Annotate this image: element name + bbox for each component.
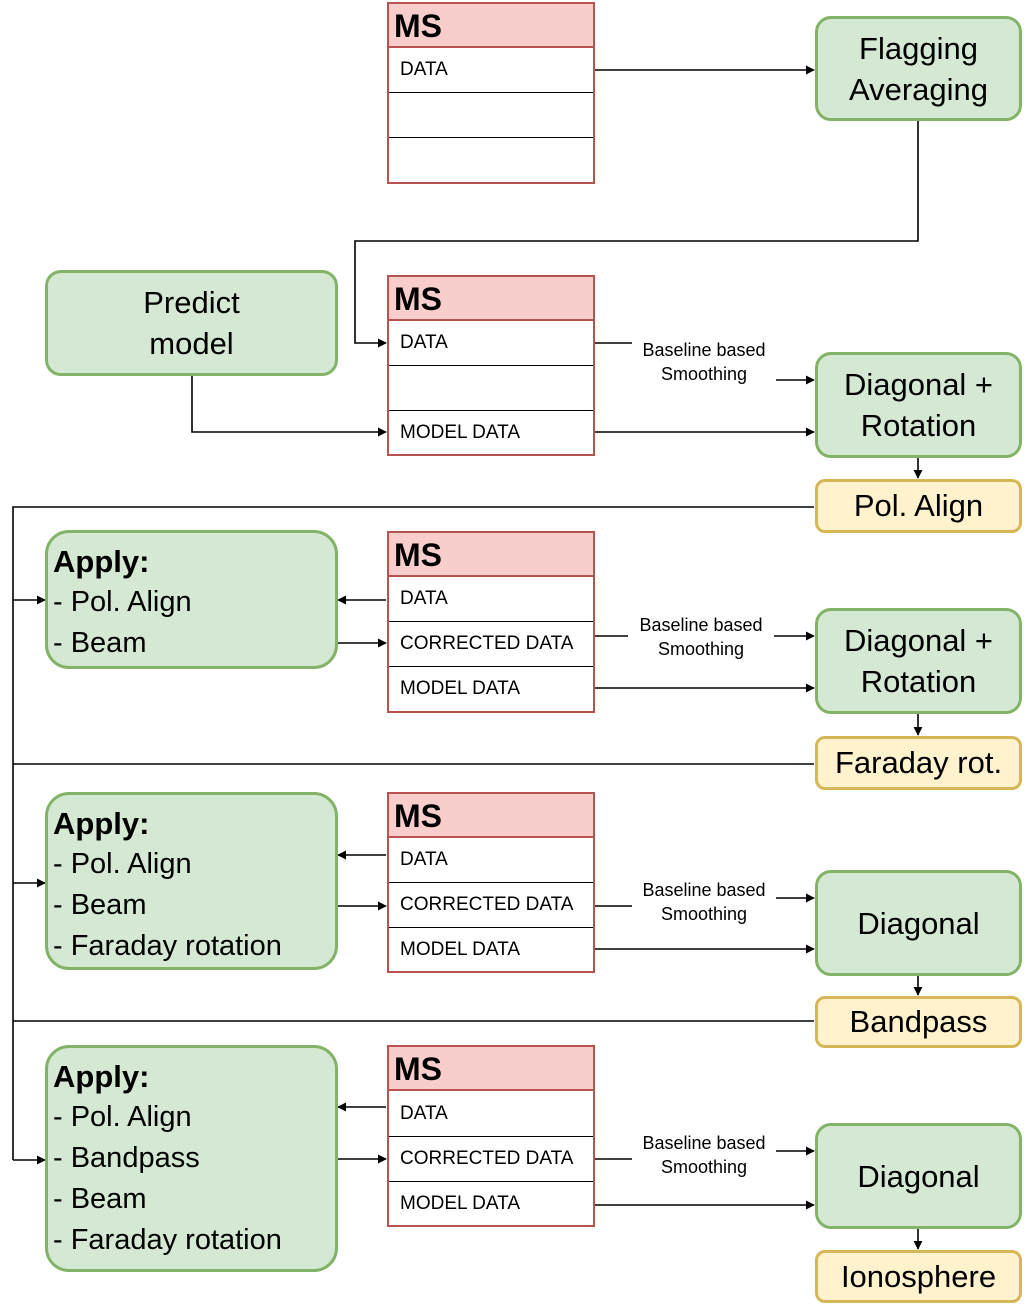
flagging-line2: Averaging	[848, 71, 989, 107]
solver-node-3: Diagonal	[815, 870, 1022, 976]
apply-title: Apply:	[53, 544, 150, 579]
ms-row-empty	[389, 138, 593, 182]
solver-line2: Rotation	[860, 664, 977, 699]
ms-row-empty	[389, 366, 593, 411]
predict-model-node: Predict model	[45, 270, 338, 376]
apply-item: - Faraday rotation	[53, 1224, 282, 1256]
ms-row-model-data: MODEL DATA	[400, 938, 520, 960]
apply-title: Apply:	[53, 1059, 150, 1094]
apply-item: - Beam	[53, 627, 147, 659]
ms-row-model-data: MODEL DATA	[400, 678, 520, 699]
smoothing-line2: Smoothing	[657, 639, 745, 659]
solver-line1: Diagonal +	[843, 367, 994, 402]
smoothing-line2: Smoothing	[660, 364, 748, 384]
predict-line1: Predict	[143, 285, 240, 320]
predict-line2: model	[149, 326, 234, 361]
ms-row-corrected-data: CORRECTED DATA	[389, 622, 593, 667]
ms-row-data: DATA	[389, 1091, 593, 1137]
apply-item: - Faraday rotation	[53, 930, 282, 962]
solver-node-2: Diagonal + Rotation	[815, 608, 1022, 714]
ms-table-3: MS DATA CORRECTED DATA MODEL DATA	[387, 531, 595, 713]
ms-row-data: DATA	[389, 321, 593, 366]
apply-title: Apply:	[53, 806, 150, 841]
solver-node-4: Diagonal	[815, 1123, 1022, 1229]
smoothing-line2: Smoothing	[660, 1157, 748, 1177]
smoothing-line1: Baseline based	[639, 615, 763, 635]
ms-row-model-data: MODEL DATA	[400, 421, 520, 443]
apply-item: - Beam	[53, 889, 147, 921]
ms-table-2: MS DATA MODEL DATA	[387, 275, 595, 456]
ms-table-1: MS DATA	[387, 2, 595, 184]
edge-flagging-to-ms2	[354, 120, 919, 348]
smoothing-label-3: Baseline based Smoothing	[632, 878, 776, 926]
apply-node-2: Apply: - Pol. Align - Beam - Faraday rot…	[45, 792, 338, 970]
solution-faraday: Faraday rot.	[815, 736, 1022, 790]
ms-header: MS	[389, 277, 593, 321]
solution-ionosphere: Ionosphere	[815, 1250, 1022, 1303]
solver-line1: Diagonal +	[843, 623, 994, 658]
smoothing-label-2: Baseline based Smoothing	[628, 613, 774, 661]
ms-header: MS	[389, 533, 593, 577]
apply-node-1: Apply: - Pol. Align - Beam	[45, 530, 338, 669]
smoothing-line2: Smoothing	[660, 904, 748, 924]
solution-bandpass: Bandpass	[815, 996, 1022, 1048]
smoothing-label-4: Baseline based Smoothing	[632, 1131, 776, 1179]
apply-node-3: Apply: - Pol. Align - Bandpass - Beam - …	[45, 1045, 338, 1272]
ms-row-data: DATA	[389, 838, 593, 883]
ms-header: MS	[389, 794, 593, 838]
solver-node-1: Diagonal + Rotation	[815, 352, 1022, 458]
apply-item: - Pol. Align	[53, 1101, 192, 1133]
ms-row-model-data: MODEL DATA	[400, 1192, 520, 1214]
solution-polalign: Pol. Align	[815, 479, 1022, 533]
ms-row-data: DATA	[389, 48, 593, 93]
solver-line1: Diagonal	[857, 905, 980, 941]
ms-row-corrected-data: CORRECTED DATA	[389, 883, 593, 928]
apply-item: - Bandpass	[53, 1142, 200, 1174]
ms-row-data: DATA	[389, 577, 593, 622]
ms-table-5: MS DATA CORRECTED DATA MODEL DATA	[387, 1045, 595, 1227]
smoothing-line1: Baseline based	[642, 1133, 766, 1153]
smoothing-line1: Baseline based	[642, 880, 766, 900]
ms-row-empty	[389, 93, 593, 138]
apply-item: - Beam	[53, 1183, 147, 1215]
solver-line2: Rotation	[860, 408, 977, 443]
smoothing-label-1: Baseline based Smoothing	[632, 338, 776, 386]
solver-line1: Diagonal	[857, 1158, 980, 1194]
apply-item: - Pol. Align	[53, 586, 192, 618]
edge-predict-to-ms2-model	[191, 376, 387, 437]
ms-header: MS	[389, 1047, 593, 1091]
smoothing-line1: Baseline based	[642, 340, 766, 360]
flagging-line1: Flagging	[859, 30, 978, 66]
ms-header: MS	[389, 4, 593, 48]
apply-item: - Pol. Align	[53, 848, 192, 880]
ms-table-4: MS DATA CORRECTED DATA MODEL DATA	[387, 792, 595, 973]
edge-polalign-bus	[12, 506, 814, 1160]
ms-row-corrected-data: CORRECTED DATA	[389, 1137, 593, 1182]
